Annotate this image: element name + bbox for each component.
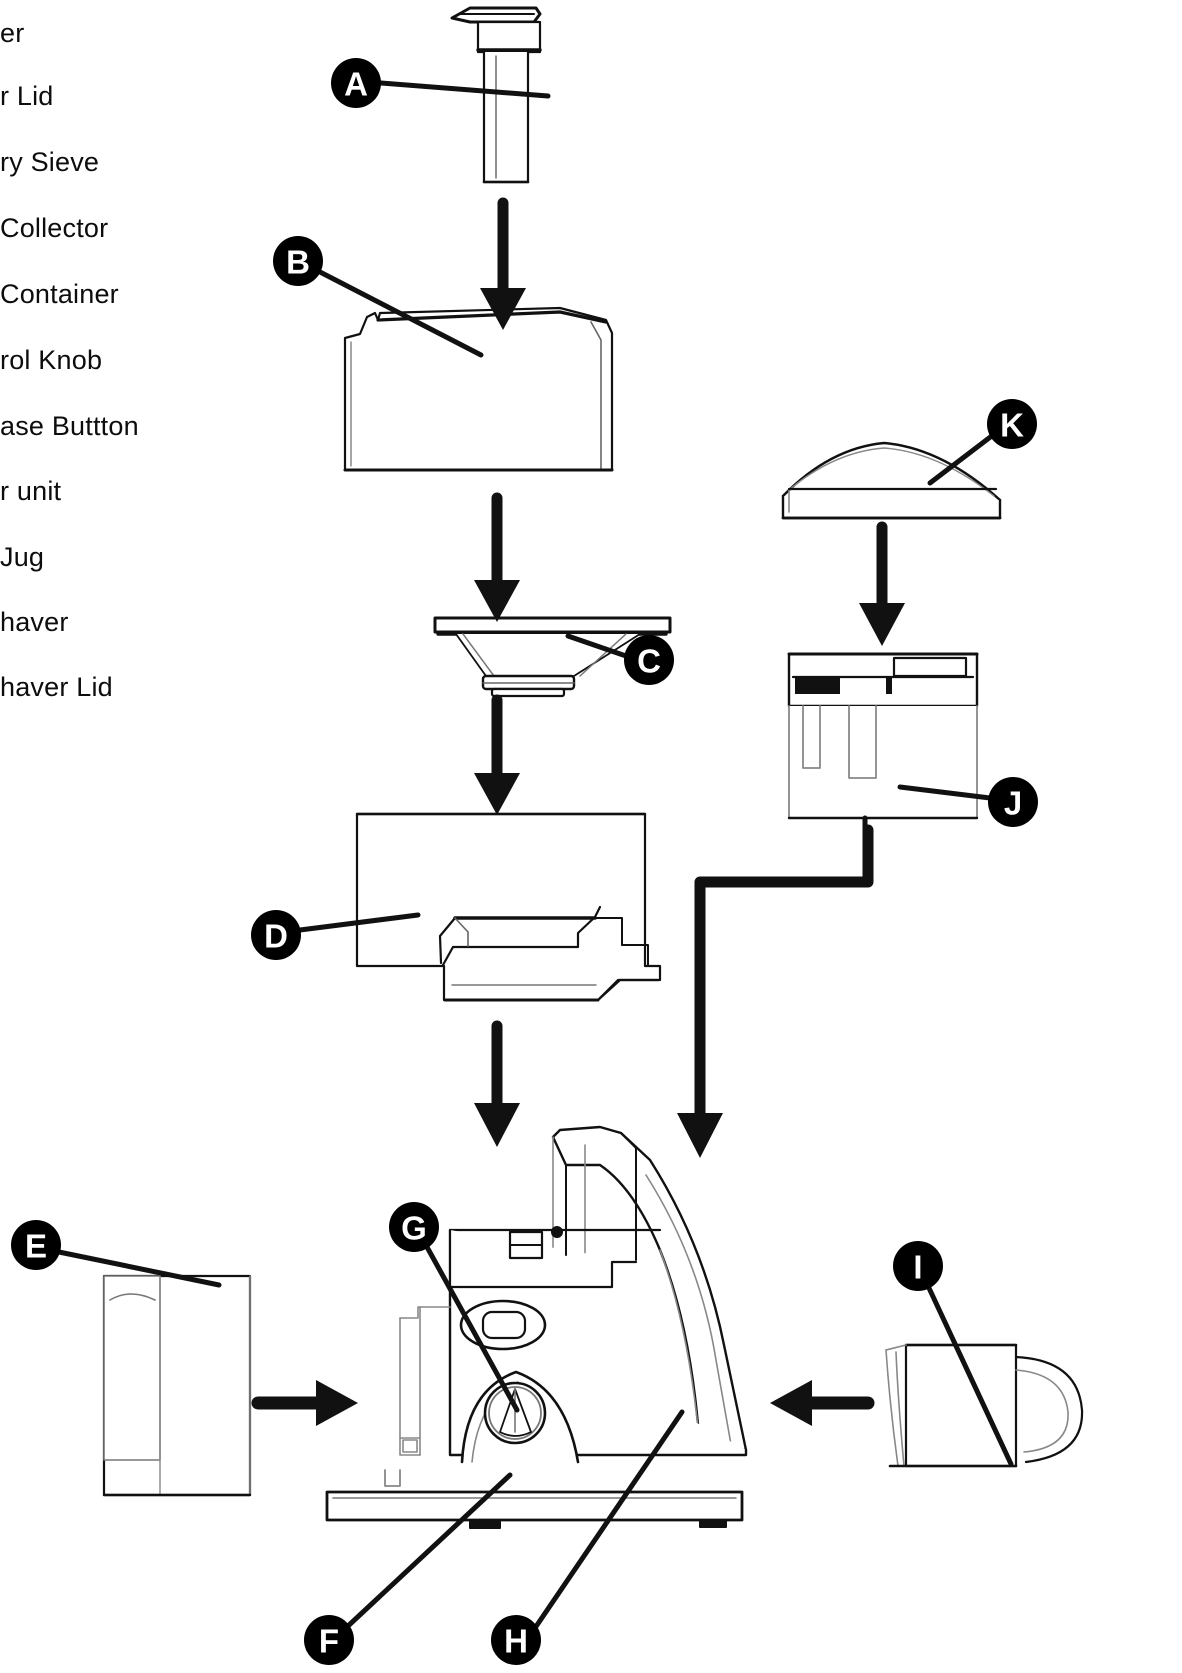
legend-item-d: Collector (0, 213, 109, 243)
arrow-jug-to-motor (770, 1380, 875, 1426)
callout-b-label: B (286, 244, 310, 281)
leader-k (927, 432, 996, 486)
arrow-sieve-to-collector (474, 694, 520, 815)
legend-item-i: Jug (0, 542, 45, 572)
part-f-release-button[interactable] (483, 1381, 547, 1445)
arrow-lid-to-shaver (859, 521, 905, 646)
callout-i-label: I (913, 1249, 922, 1286)
callout-b[interactable]: B (273, 236, 323, 286)
callout-i[interactable]: I (893, 1241, 943, 1291)
part-h-motor-unit (325, 1125, 748, 1529)
legend-item-e: Container (0, 279, 119, 309)
leader-e (56, 1249, 222, 1288)
leader-j (897, 784, 993, 801)
callout-g[interactable]: G (389, 1202, 439, 1252)
arrow-pusher-to-lid (480, 197, 526, 330)
leader-i (926, 1285, 1014, 1467)
callout-k[interactable]: K (987, 399, 1037, 449)
arrow-shaver-to-motor (677, 824, 874, 1158)
arrow-lid-to-sieve (474, 492, 520, 622)
part-j-ice-shaver (787, 652, 979, 833)
callout-d[interactable]: D (251, 910, 301, 960)
part-i-juice-jug (885, 1343, 1084, 1468)
callout-e[interactable]: E (11, 1220, 61, 1270)
callout-g-label: G (401, 1210, 427, 1247)
leader-g (424, 1244, 520, 1413)
part-b-juicer-lid (343, 306, 614, 472)
callout-k-label: K (1000, 407, 1024, 444)
assembly-arrows (251, 197, 905, 1426)
callout-e-label: E (25, 1228, 47, 1265)
part-g-control-knob[interactable] (459, 1299, 547, 1351)
leader-d (297, 912, 421, 933)
leader-c (565, 633, 629, 659)
part-e-pulp-container (102, 1274, 252, 1497)
arrow-container-to-motor (251, 1380, 358, 1426)
callout-h[interactable]: H (491, 1615, 541, 1665)
legend-item-c: ry Sieve (0, 147, 100, 177)
callout-j[interactable]: J (988, 777, 1038, 827)
part-k-ice-shaver-lid (781, 441, 1002, 520)
callout-c[interactable]: C (624, 635, 674, 685)
leader-f (345, 1472, 513, 1629)
callout-d-label: D (264, 918, 288, 955)
callout-f[interactable]: F (304, 1615, 354, 1665)
legend-item-f: rol Knob (0, 345, 103, 375)
callout-bubbles: A B C D E F G (11, 58, 1038, 1665)
legend-item-b: r Lid (0, 81, 54, 111)
callout-h-label: H (504, 1623, 528, 1660)
legend-item-g: ase Buttton (0, 411, 139, 441)
callout-j-label: J (1004, 785, 1022, 822)
legend-item-k: haver Lid (0, 672, 113, 702)
leader-a (378, 80, 551, 99)
part-d-pulp-collector (355, 812, 662, 1002)
leader-h (532, 1409, 685, 1631)
part-a-pusher (450, 6, 542, 184)
legend-item-h: r unit (0, 476, 62, 506)
callout-a-label: A (344, 66, 368, 103)
arrow-collector-to-motor (474, 1020, 520, 1147)
callout-c-label: C (637, 643, 661, 680)
legend-item-j: haver (0, 607, 69, 637)
leader-b (317, 269, 484, 358)
legend-item-a: er (0, 18, 25, 48)
callout-f-label: F (319, 1623, 339, 1660)
callout-leaders (56, 80, 1014, 1631)
parts-legend: er r Lid ry Sieve Collector Container ro… (0, 0, 175, 720)
callout-a[interactable]: A (331, 58, 381, 108)
